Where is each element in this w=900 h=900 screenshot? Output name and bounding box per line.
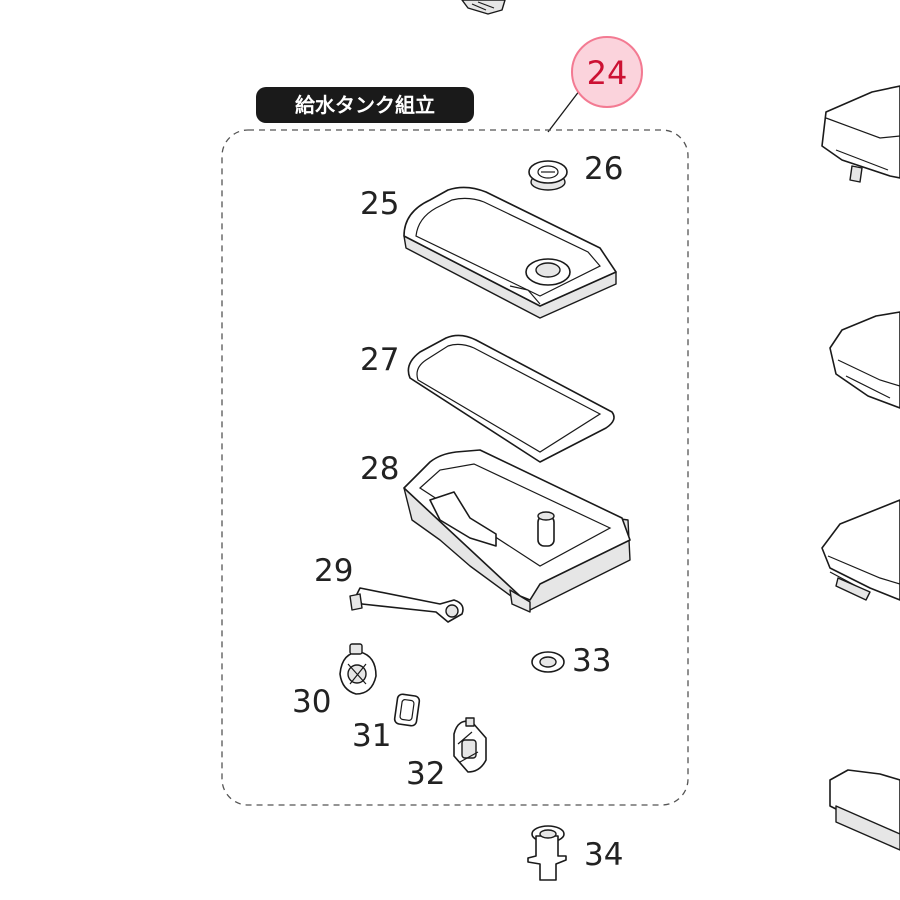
group-number-badge: 24 <box>571 36 643 108</box>
part-number-30: 30 <box>292 684 331 720</box>
part-number-32: 32 <box>406 756 445 792</box>
right-partial-part-illustration-4 <box>829 769 900 851</box>
group-title-label: 給水タンク組立 <box>256 87 474 123</box>
part-number-29: 29 <box>314 553 353 589</box>
part-number-25: 25 <box>360 186 399 222</box>
part-33-ring-illustration <box>531 651 565 673</box>
part-number-28: 28 <box>360 451 399 487</box>
badge-leader-line <box>547 85 584 133</box>
part-30-valve-illustration <box>339 643 377 695</box>
group-number-label: 24 <box>587 54 628 92</box>
part-26-cap-illustration <box>528 160 568 191</box>
part-number-27: 27 <box>360 342 399 378</box>
part-31-packing-illustration <box>393 693 421 727</box>
part-27-sheet-illustration <box>407 334 615 463</box>
assembly-boundary <box>221 129 689 806</box>
part-28-tank-body-illustration <box>403 449 631 613</box>
part-number-34: 34 <box>584 837 623 873</box>
group-title-text: 給水タンク組立 <box>295 93 435 117</box>
part-25-lid-illustration <box>403 186 617 319</box>
right-partial-part-illustration-3 <box>821 499 900 601</box>
right-partial-part-illustration-1 <box>821 85 900 183</box>
part-number-26: 26 <box>584 151 623 187</box>
part-29-rod-illustration <box>349 587 464 623</box>
part-number-31: 31 <box>352 718 391 754</box>
part-number-33: 33 <box>572 643 611 679</box>
right-partial-part-illustration-2 <box>829 311 900 409</box>
top-partial-part-illustration <box>461 0 506 15</box>
part-34-nozzle-illustration <box>527 825 567 881</box>
part-32-float-illustration <box>453 717 487 773</box>
